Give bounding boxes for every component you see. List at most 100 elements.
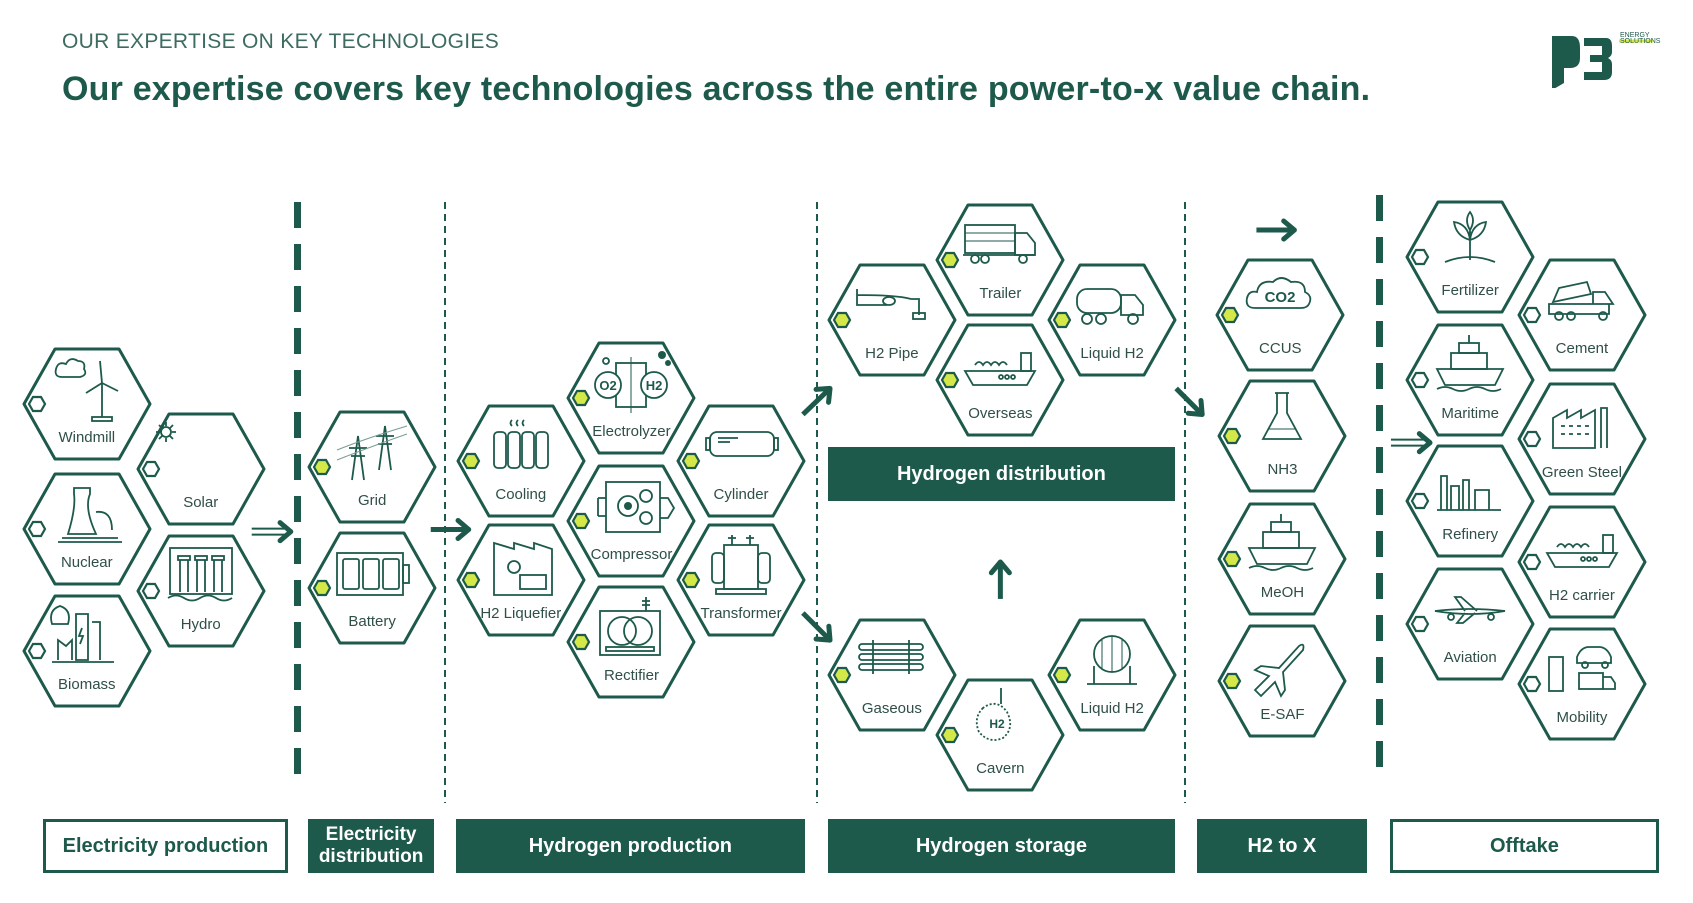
technology-label: Transformer [700, 605, 782, 623]
technology-label: Rectifier [603, 667, 659, 685]
page-title: Our expertise covers key technologies ac… [62, 70, 1371, 108]
technology-hex-h2-carrier: H2 carrier [1517, 505, 1647, 619]
stage-divider [444, 201, 446, 803]
mobility-icon [1548, 645, 1616, 692]
technology-label: Cylinder [713, 486, 769, 504]
technology-hex-solar: Solar [136, 412, 266, 526]
plane-icon [1253, 644, 1305, 699]
technology-label: H2 Pipe [865, 345, 919, 363]
hexagon-outline [1517, 258, 1647, 372]
technology-hex-hydro: Hydro [136, 534, 266, 648]
dam-icon [167, 547, 233, 602]
technology-label: MeOH [1260, 583, 1305, 601]
airliner-icon [1435, 595, 1506, 624]
technology-label: E-SAF [1260, 706, 1305, 724]
hexagon-outline [1217, 624, 1347, 738]
marker-hexagon-icon [681, 572, 701, 589]
technology-hex-rectifier: Rectifier [566, 585, 696, 699]
gears-icon [597, 480, 676, 533]
vessel-icon [1435, 334, 1505, 392]
hexagon-outline [1405, 323, 1535, 437]
technology-label: Nuclear [60, 554, 113, 572]
technology-label: Battery [348, 613, 396, 631]
marker-hexagon-icon [1223, 673, 1242, 690]
transformer-icon [711, 535, 771, 596]
battery-icon [336, 552, 411, 596]
hexagon-outline [22, 472, 152, 586]
technology-label: H2 Liquefier [480, 605, 562, 623]
technology-hex-refinery: Refinery [1405, 444, 1535, 558]
steel-icon [1552, 407, 1608, 450]
factory-icon [492, 542, 553, 597]
marker-hexagon-icon [572, 390, 591, 407]
technology-hex-windmill: Windmill [22, 347, 152, 461]
marker-hexagon-icon [572, 512, 591, 529]
nuclear-icon [57, 487, 122, 544]
marker-hexagon-icon [141, 460, 160, 477]
technology-label: Gaseous [861, 699, 922, 717]
marker-hexagon-icon [1410, 249, 1430, 266]
p3-logo: ENERGY SOLUTIONS [1552, 32, 1661, 88]
technology-label: Windmill [58, 428, 116, 446]
radiator-icon [492, 419, 549, 470]
technology-label: Trailer [979, 285, 1022, 303]
stage-label: Hydrogen storage [827, 819, 1176, 874]
technology-label: Fertilizer [1441, 282, 1499, 300]
technology-hex-aviation: Aviation [1405, 567, 1535, 681]
technology-label: H2 carrier [1548, 587, 1615, 605]
marker-hexagon-icon [681, 453, 701, 470]
marker-hexagon-icon [141, 583, 160, 600]
truck-icon [963, 224, 1037, 265]
technology-hex-battery: Battery [307, 531, 437, 645]
technology-label: Aviation [1443, 648, 1497, 666]
technology-hex-cylinder: Cylinder [676, 404, 806, 518]
technology-hex-grid: Grid [307, 410, 437, 524]
technology-label: Maritime [1441, 404, 1499, 422]
technology-label: Green Steel [1541, 464, 1622, 482]
marker-hexagon-icon [941, 371, 960, 388]
tanker-icon [1076, 288, 1145, 325]
technology-hex-liquid-h2: Liquid H2 [1047, 618, 1177, 732]
biomass-icon [49, 605, 114, 663]
svg-text:SOLUTIONS: SOLUTIONS [1620, 38, 1661, 45]
marker-hexagon-icon [27, 395, 47, 412]
vessel-icon [1248, 513, 1317, 571]
marker-hexagon-icon [27, 521, 47, 538]
marker-hexagon-icon [1052, 666, 1072, 683]
marker-hexagon-icon [1221, 306, 1240, 323]
technology-hex-e-saf: E-SAF [1217, 624, 1347, 738]
cloud-icon: CO2 [1246, 276, 1312, 309]
flask-icon [1261, 392, 1303, 441]
hexagon-outline [935, 678, 1065, 792]
technology-hex-overseas: Overseas [935, 323, 1065, 437]
technology-label: Grid [357, 491, 387, 509]
technology-label: NH3 [1267, 461, 1298, 479]
refinery-icon [1437, 475, 1502, 512]
stage-divider [293, 201, 301, 787]
technology-label: CCUS [1259, 339, 1302, 357]
svg-text:ENERGY: ENERGY [1620, 32, 1650, 39]
technology-hex-compressor: Compressor [566, 464, 696, 578]
stage-divider [816, 201, 818, 803]
icon-text: O2 [600, 378, 617, 393]
technology-label: Compressor [590, 545, 673, 563]
marker-hexagon-icon [572, 634, 591, 651]
marker-hexagon-icon [1410, 493, 1430, 510]
technology-label: Cavern [976, 759, 1025, 777]
technology-label: Overseas [968, 404, 1033, 422]
hexagon-outline [1405, 567, 1535, 681]
stage-label: Electricity distribution [308, 819, 434, 874]
hexagon-outline [676, 523, 806, 637]
icon-text: H2 [646, 378, 663, 393]
marker-hexagon-icon [27, 642, 47, 660]
marker-hexagon-icon [1522, 431, 1542, 448]
arrow-icon [1256, 218, 1297, 242]
hexagon-outline [1047, 618, 1177, 732]
stage-label: Hydrogen production [455, 819, 806, 874]
mixer-icon [1548, 280, 1615, 321]
rectifier-icon [599, 597, 662, 657]
technology-label: Biomass [58, 676, 116, 693]
marker-hexagon-icon [832, 666, 852, 683]
